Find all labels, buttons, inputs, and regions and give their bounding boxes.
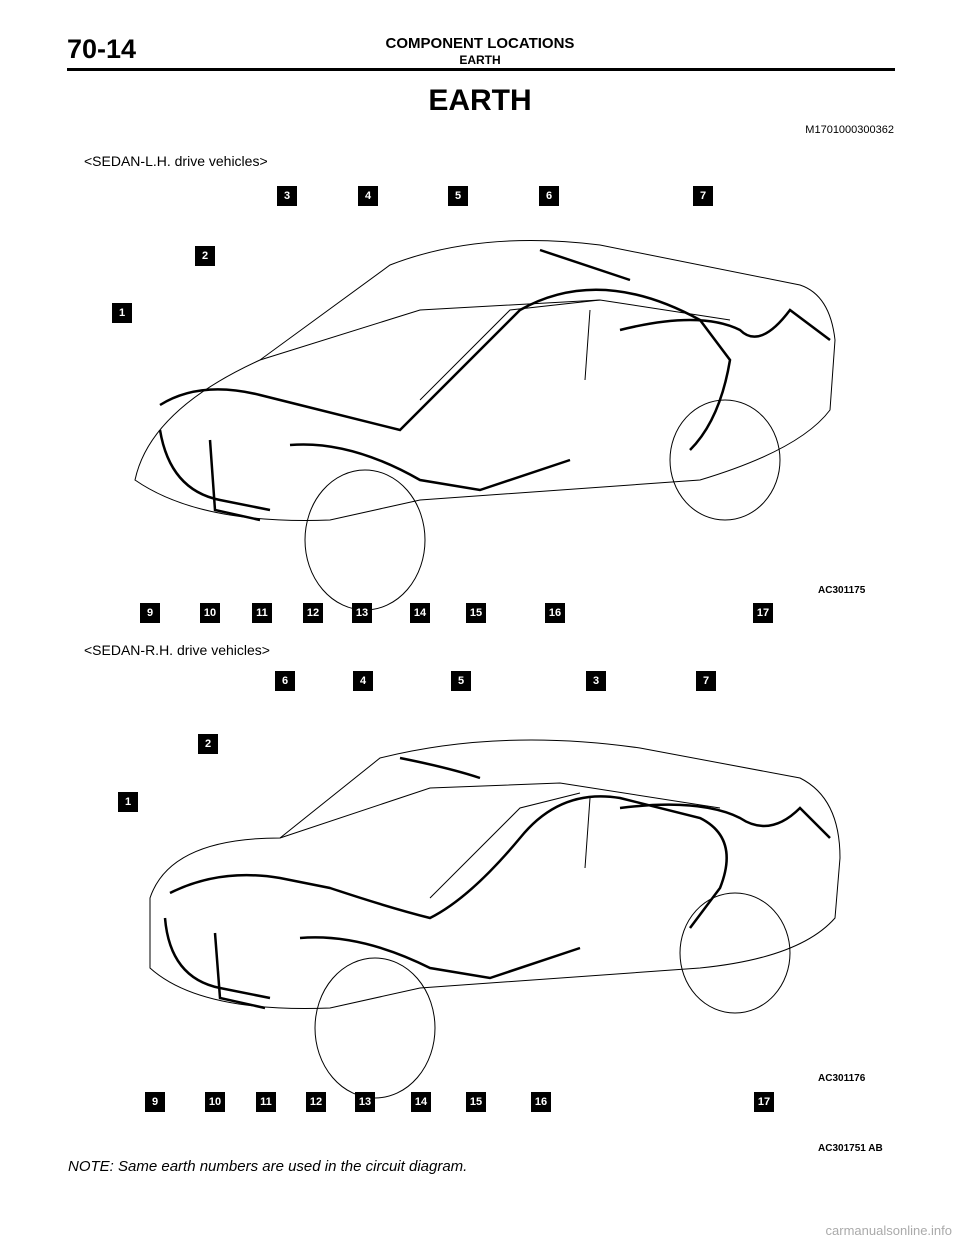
page-title: EARTH (428, 84, 532, 117)
diagram-1-callout: 4 (358, 186, 378, 206)
diagram-1-callout: 7 (693, 186, 713, 206)
document-code: M1701000300362 (805, 124, 894, 136)
diagram-1-callout: 17 (753, 603, 773, 623)
diagram-1-figure-id: AC301175 (818, 585, 866, 596)
diagram-2-callout: 5 (451, 671, 471, 691)
diagram-1-callout: 6 (539, 186, 559, 206)
diagram-2-callout: 12 (306, 1092, 326, 1112)
diagram-1-caption: <SEDAN-L.H. drive vehicles> (84, 153, 268, 169)
diagram-1-callout: 1 (112, 303, 132, 323)
header-subtitle: EARTH (459, 53, 501, 67)
diagram-2-callout: 1 (118, 792, 138, 812)
diagram-2-callout: 11 (256, 1092, 276, 1112)
footnote: NOTE: Same earth numbers are used in the… (68, 1158, 468, 1175)
diagram-1-callout: 15 (466, 603, 486, 623)
diagram-1-callout: 11 (252, 603, 272, 623)
diagram-1-callout: 14 (410, 603, 430, 623)
diagram-1-callout: 5 (448, 186, 468, 206)
overall-figure-id: AC301751 AB (818, 1143, 883, 1154)
diagram-2-car-illustration (149, 739, 841, 1099)
diagram-2-callout: 3 (586, 671, 606, 691)
diagram-1-callout: 9 (140, 603, 160, 623)
diagram-2-callout: 10 (205, 1092, 225, 1112)
diagram-2-callout: 16 (531, 1092, 551, 1112)
diagram-1-callout: 12 (303, 603, 323, 623)
diagram-1-callout: 16 (545, 603, 565, 623)
diagram-2-figure-id: AC301176 (818, 1073, 866, 1084)
diagram-2-callout: 15 (466, 1092, 486, 1112)
diagram-2-callout: 14 (411, 1092, 431, 1112)
header-rule (67, 68, 895, 71)
diagram-2-caption: <SEDAN-R.H. drive vehicles> (84, 642, 270, 658)
page-number: 70-14 (67, 34, 137, 64)
diagram-2-callout: 6 (275, 671, 295, 691)
diagram-2-callout: 13 (355, 1092, 375, 1112)
diagram-1-callout: 13 (352, 603, 372, 623)
diagram-2-callout: 7 (696, 671, 716, 691)
watermark: carmanualsonline.info (825, 1223, 952, 1238)
diagram-1-callout: 2 (195, 246, 215, 266)
diagram-2-callout: 17 (754, 1092, 774, 1112)
header-title: COMPONENT LOCATIONS (385, 35, 575, 52)
diagram-2-callout: 9 (145, 1092, 165, 1112)
diagram-2-callout: 2 (198, 734, 218, 754)
diagram-1-callout: 10 (200, 603, 220, 623)
diagram-1-car-illustration (134, 240, 836, 611)
diagram-2-callout: 4 (353, 671, 373, 691)
diagram-1-callout: 3 (277, 186, 297, 206)
